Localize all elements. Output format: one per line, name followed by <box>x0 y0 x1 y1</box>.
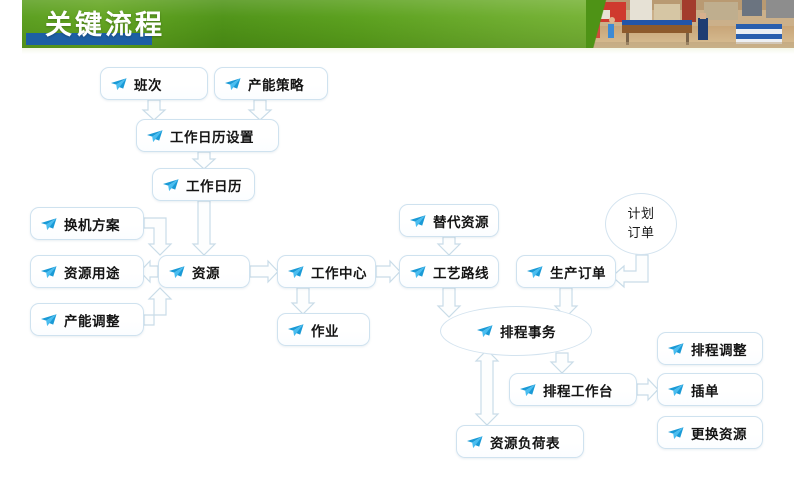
blue-paper-plane-icon <box>147 129 163 142</box>
node-label: 换机方案 <box>64 217 120 234</box>
blue-paper-plane-icon <box>527 265 543 278</box>
node-ziyuan[interactable]: 资源 <box>158 255 250 288</box>
header-photo <box>586 0 794 48</box>
node-gongyi-luxian[interactable]: 工艺路线 <box>399 255 499 288</box>
page-header: 关键流程 <box>0 0 794 54</box>
connector-gongzuozhongxin-to-gongyiluxian <box>375 259 401 284</box>
connector-rili-to-gongzuorili <box>191 151 217 170</box>
node-label: 插单 <box>691 383 719 400</box>
connector-gongzuotai-to-chadan <box>636 377 659 402</box>
blue-paper-plane-icon <box>41 313 57 326</box>
blue-paper-plane-icon <box>288 323 304 336</box>
blue-paper-plane-icon <box>410 214 426 227</box>
blue-paper-plane-icon <box>467 435 483 448</box>
blue-paper-plane-icon <box>225 77 241 90</box>
connector-channengtiaozheng-to-ziyuan <box>143 287 173 326</box>
node-label: 替代资源 <box>433 214 489 231</box>
node-huanji-fangan[interactable]: 换机方案 <box>30 207 144 240</box>
node-banci[interactable]: 班次 <box>100 67 208 100</box>
blue-paper-plane-icon <box>41 217 57 230</box>
connector-paicheng-to-ziyuanfuhebiao <box>474 349 500 426</box>
flow-diagram: .ar{fill:#fdfefe;stroke:#c9dce8;stroke-w… <box>0 50 794 500</box>
header-bottom-fade <box>22 48 794 54</box>
node-tidai-ziyuan[interactable]: 替代资源 <box>399 204 499 237</box>
node-label: 资源用途 <box>64 265 120 282</box>
node-genghuan-ziyuan[interactable]: 更换资源 <box>657 416 763 449</box>
blue-paper-plane-icon <box>111 77 127 90</box>
node-label: 排程事务 <box>500 325 556 341</box>
node-paicheng-shiwu[interactable]: 排程事务 <box>440 306 592 356</box>
node-zuoye[interactable]: 作业 <box>277 313 370 346</box>
node-label-line1: 计划 <box>627 207 655 222</box>
connector-ziyuan-to-ziyuanyongtu <box>139 259 159 284</box>
node-ziyuan-fuhebiao[interactable]: 资源负荷表 <box>456 425 584 458</box>
node-label: 工作中心 <box>311 265 367 282</box>
node-label: 资源 <box>192 265 220 282</box>
node-gongzuo-rili[interactable]: 工作日历 <box>152 168 255 201</box>
connector-gongzuozhongxin-to-zuoye <box>290 287 316 315</box>
node-label: 作业 <box>311 323 339 340</box>
diagram-connectors: .ar{fill:#fdfefe;stroke:#c9dce8;stroke-w… <box>139 99 659 426</box>
node-label: 更换资源 <box>691 426 747 443</box>
node-channeng-tiaozheng[interactable]: 产能调整 <box>30 303 144 336</box>
blue-paper-plane-icon <box>169 265 185 278</box>
node-paicheng-gongzuotai[interactable]: 排程工作台 <box>509 373 637 406</box>
blue-paper-plane-icon <box>668 342 684 355</box>
connector-channeng-to-rili <box>247 99 273 121</box>
node-label: 资源负荷表 <box>490 435 560 452</box>
node-label: 排程调整 <box>691 342 747 359</box>
node-label: 排程工作台 <box>543 383 613 400</box>
connector-gongyiluxian-to-paicheng <box>436 287 462 318</box>
connector-huanji-to-ziyuan <box>143 217 173 256</box>
node-shengchan-dingdan[interactable]: 生产订单 <box>516 255 616 288</box>
blue-paper-plane-icon <box>288 265 304 278</box>
node-paicheng-tiaozheng[interactable]: 排程调整 <box>657 332 763 365</box>
blue-paper-plane-icon <box>163 178 179 191</box>
connector-ziyuan-to-gongzuozhongxin <box>249 259 279 284</box>
node-gongzuo-zhongxin[interactable]: 工作中心 <box>277 255 376 288</box>
blue-paper-plane-icon <box>477 325 493 337</box>
connector-paicheng-to-gongzuotai <box>549 352 575 374</box>
page-title: 关键流程 <box>45 10 165 41</box>
node-label: 产能调整 <box>64 313 120 330</box>
node-jihua-dingdan[interactable]: 计划 订单 <box>605 193 677 255</box>
blue-paper-plane-icon <box>520 383 536 396</box>
connector-tidai-to-gongyiluxian <box>436 236 462 256</box>
node-label: 产能策略 <box>248 77 304 94</box>
node-label: 生产订单 <box>550 265 606 282</box>
blue-paper-plane-icon <box>410 265 426 278</box>
blue-paper-plane-icon <box>668 383 684 396</box>
connector-gongzuorili-to-ziyuan <box>191 200 217 256</box>
node-label: 工作日历设置 <box>170 129 254 146</box>
node-channeng-celve[interactable]: 产能策略 <box>214 67 328 100</box>
node-label: 班次 <box>134 77 162 94</box>
header-photo-green-mask <box>586 0 620 48</box>
node-gongzuo-rili-shezhi[interactable]: 工作日历设置 <box>136 119 279 152</box>
node-ziyuan-yongtu[interactable]: 资源用途 <box>30 255 144 288</box>
blue-paper-plane-icon <box>41 265 57 278</box>
connector-jihuadingdan-to-shengchandingdan <box>611 254 649 289</box>
title-underline-bar <box>26 33 152 45</box>
blue-paper-plane-icon <box>668 426 684 439</box>
node-label: 工艺路线 <box>433 265 489 282</box>
connector-banci-to-rili <box>141 99 167 121</box>
node-label-line2: 订单 <box>627 226 655 241</box>
node-label: 工作日历 <box>186 178 242 195</box>
node-chadan[interactable]: 插单 <box>657 373 763 406</box>
